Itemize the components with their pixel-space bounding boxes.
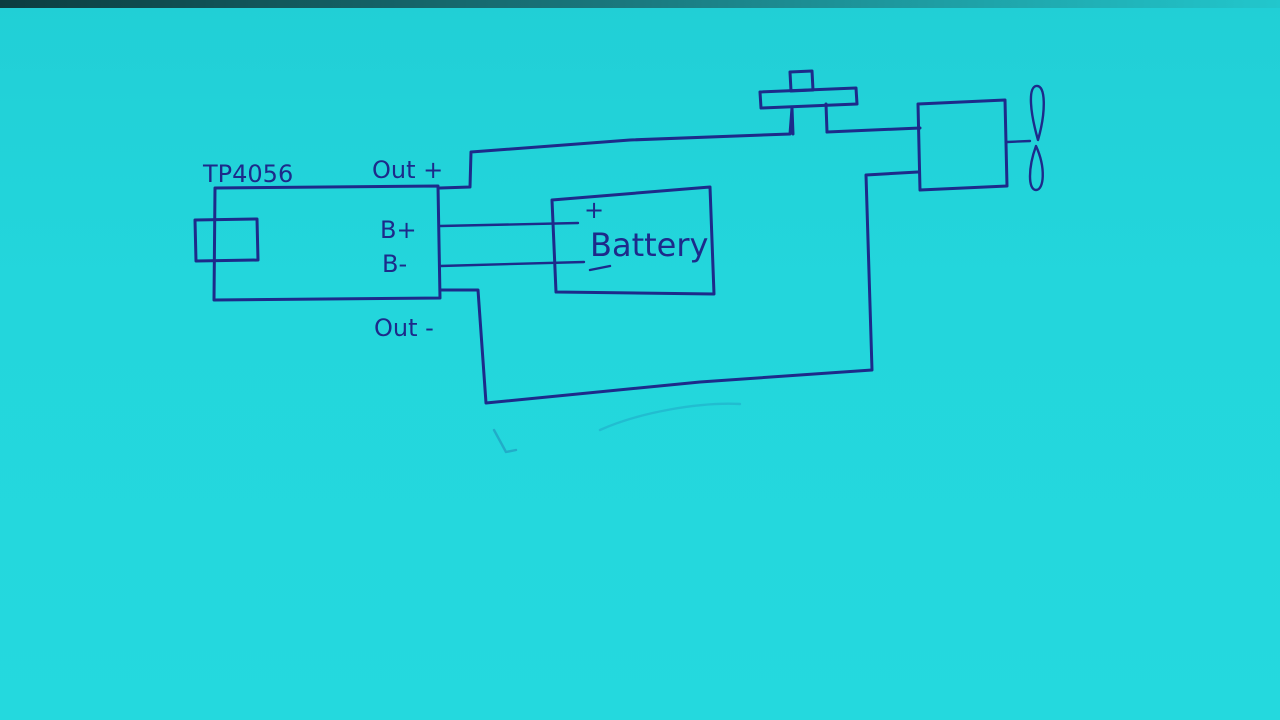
wire-switch-to-motor: [825, 126, 922, 134]
propeller-icon: [1005, 84, 1045, 192]
battery-minus-mark: [588, 264, 612, 272]
tp4056-module: [193, 184, 442, 302]
battery: Battery +: [550, 185, 716, 296]
battery-label: Battery: [590, 226, 708, 264]
b-plus-label: B+: [380, 216, 417, 244]
wire-b-minus: [438, 260, 586, 268]
out-plus-label: Out +: [372, 156, 443, 184]
stray-mark: [492, 428, 518, 454]
motor-box-icon: [916, 98, 1009, 192]
wire-b-plus: [438, 221, 580, 228]
b-minus-label: B-: [382, 250, 407, 278]
stray-mark: [598, 402, 742, 432]
usb-port-icon: [193, 217, 260, 263]
push-switch-icon: [758, 69, 859, 136]
out-minus-label: Out -: [374, 314, 434, 342]
battery-plus-label: +: [584, 196, 604, 224]
wire-out-minus: [438, 170, 920, 405]
module-label: TP4056: [202, 160, 293, 188]
wire-out-plus: [438, 106, 794, 190]
photo-top-edge: [0, 0, 1280, 8]
